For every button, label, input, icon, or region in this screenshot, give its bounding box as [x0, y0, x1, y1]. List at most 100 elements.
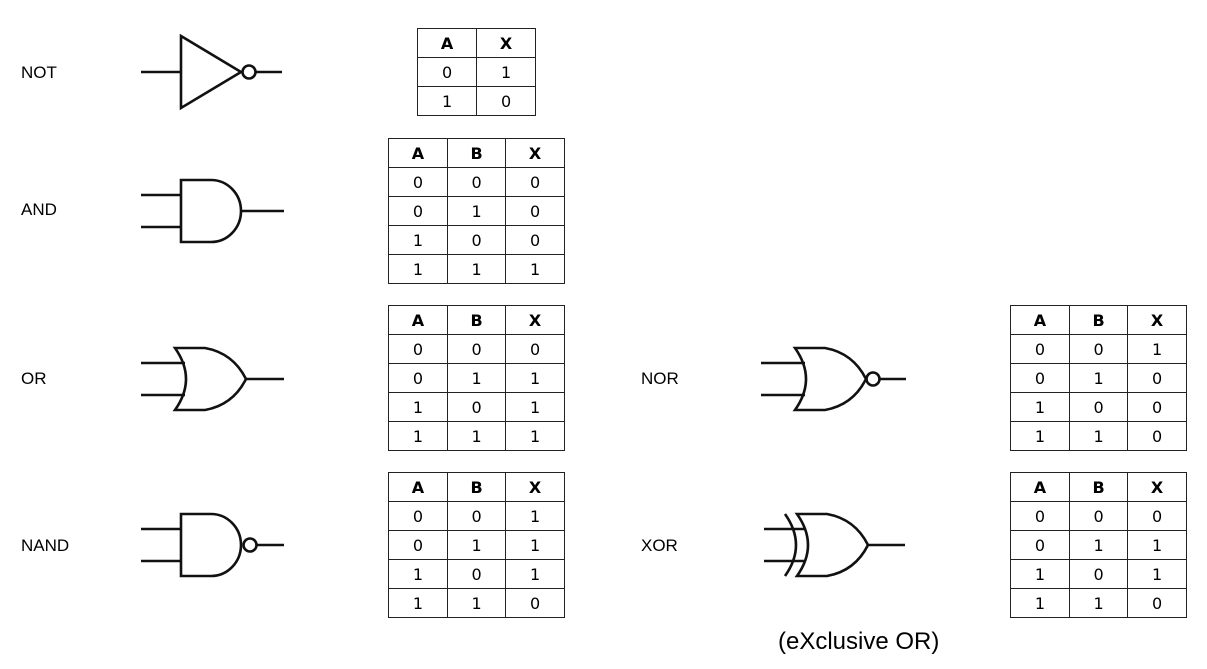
table-row: 1 0 1 [388, 559, 565, 589]
table-cell: 1 [446, 254, 507, 284]
not-label: NOT [21, 63, 57, 82]
not-gate-symbol [141, 33, 282, 111]
table-header-x: X [476, 28, 536, 58]
table-cell: 1 [505, 392, 565, 422]
table-row: 1 0 1 [1010, 559, 1187, 589]
table-cell: 0 [505, 196, 565, 226]
nor-gate-symbol [761, 346, 906, 412]
nor-truth-table: A B X 0 0 1 0 1 0 1 0 0 1 1 0 [1010, 305, 1187, 451]
table-cell: 1 [388, 392, 448, 422]
table-cell: 1 [505, 421, 565, 451]
table-cell: 1 [388, 225, 448, 255]
table-cell: 0 [388, 501, 448, 531]
table-cell: 0 [1127, 392, 1187, 422]
table-cell: 1 [505, 501, 565, 531]
table-header-a: A [416, 28, 478, 58]
table-cell: 0 [446, 167, 507, 197]
table-cell: 0 [388, 196, 448, 226]
table-row: 0 0 0 [1010, 501, 1187, 531]
table-cell: 1 [446, 363, 507, 393]
table-cell: 0 [388, 334, 448, 364]
table-cell: 1 [1127, 334, 1187, 364]
table-row: 0 1 0 [388, 196, 565, 226]
table-row: 0 1 1 [388, 363, 565, 393]
table-cell: 0 [446, 334, 507, 364]
or-truth-table: A B X 0 0 0 0 1 1 1 0 1 1 1 1 [388, 305, 565, 451]
table-cell: 0 [1068, 392, 1129, 422]
table-header-x: X [505, 305, 565, 335]
table-cell: 0 [505, 588, 565, 618]
table-header-x: X [505, 472, 565, 502]
table-cell: 0 [388, 167, 448, 197]
table-row: 0 0 1 [1010, 334, 1187, 364]
table-cell: 0 [416, 57, 478, 87]
table-header-b: B [446, 472, 507, 502]
table-cell: 1 [1010, 421, 1070, 451]
table-cell: 1 [446, 530, 507, 560]
table-row: 0 0 0 [388, 167, 565, 197]
xor-note: (eXclusive OR) [778, 628, 940, 655]
table-cell: 0 [1010, 334, 1070, 364]
or-gate-symbol [141, 346, 284, 412]
table-header-x: X [1127, 305, 1187, 335]
table-cell: 1 [446, 588, 507, 618]
table-cell: 0 [505, 167, 565, 197]
table-cell: 0 [505, 334, 565, 364]
table-cell: 0 [446, 225, 507, 255]
table-row: 1 0 0 [388, 225, 565, 255]
table-header-a: A [388, 305, 448, 335]
table-cell: 1 [1127, 530, 1187, 560]
and-truth-table: A B X 0 0 0 0 1 0 1 0 0 1 1 1 [388, 138, 565, 284]
table-cell: 1 [1068, 530, 1129, 560]
and-gate-symbol [141, 178, 284, 244]
table-header-a: A [388, 138, 448, 168]
table-cell: 0 [1127, 588, 1187, 618]
not-truth-table: A X 0 1 1 0 [416, 28, 536, 116]
table-header-x: X [1127, 472, 1187, 502]
xor-truth-table: A B X 0 0 0 0 1 1 1 0 1 1 1 0 [1010, 472, 1187, 618]
nand-truth-table: A B X 0 0 1 0 1 1 1 0 1 1 1 0 [388, 472, 565, 618]
table-header-a: A [1010, 472, 1070, 502]
table-cell: 1 [505, 559, 565, 589]
table-row: 0 1 0 [1010, 363, 1187, 393]
table-cell: 1 [505, 363, 565, 393]
table-cell: 0 [446, 392, 507, 422]
xor-gate-symbol [764, 512, 905, 578]
table-cell: 1 [476, 57, 536, 87]
table-cell: 1 [505, 254, 565, 284]
table-cell: 1 [1068, 588, 1129, 618]
table-header-b: B [1068, 305, 1129, 335]
table-cell: 1 [446, 196, 507, 226]
table-cell: 0 [1068, 501, 1129, 531]
table-row: 0 0 0 [388, 334, 565, 364]
table-cell: 1 [1068, 363, 1129, 393]
table-cell: 1 [416, 86, 478, 116]
table-row: 0 1 [416, 57, 536, 87]
table-row: 1 0 1 [388, 392, 565, 422]
table-cell: 1 [388, 559, 448, 589]
table-cell: 1 [1010, 588, 1070, 618]
table-header-b: B [1068, 472, 1129, 502]
table-cell: 0 [1127, 421, 1187, 451]
table-cell: 0 [1010, 501, 1070, 531]
table-row: 1 0 [416, 86, 536, 116]
table-cell: 0 [446, 501, 507, 531]
table-row: 1 1 0 [388, 588, 565, 618]
table-cell: 1 [505, 530, 565, 560]
or-label: OR [21, 369, 47, 388]
table-cell: 0 [388, 530, 448, 560]
table-cell: 0 [1010, 363, 1070, 393]
table-cell: 1 [388, 588, 448, 618]
table-row: 0 1 1 [1010, 530, 1187, 560]
table-cell: 0 [505, 225, 565, 255]
table-cell: 1 [1068, 421, 1129, 451]
table-header-b: B [446, 305, 507, 335]
table-cell: 1 [388, 421, 448, 451]
table-cell: 1 [1127, 559, 1187, 589]
table-row: 1 1 1 [388, 254, 565, 284]
table-header-x: X [505, 138, 565, 168]
and-label: AND [21, 200, 57, 219]
table-row: 1 1 0 [1010, 588, 1187, 618]
nor-label: NOR [641, 369, 679, 388]
xor-label: XOR [641, 536, 678, 555]
